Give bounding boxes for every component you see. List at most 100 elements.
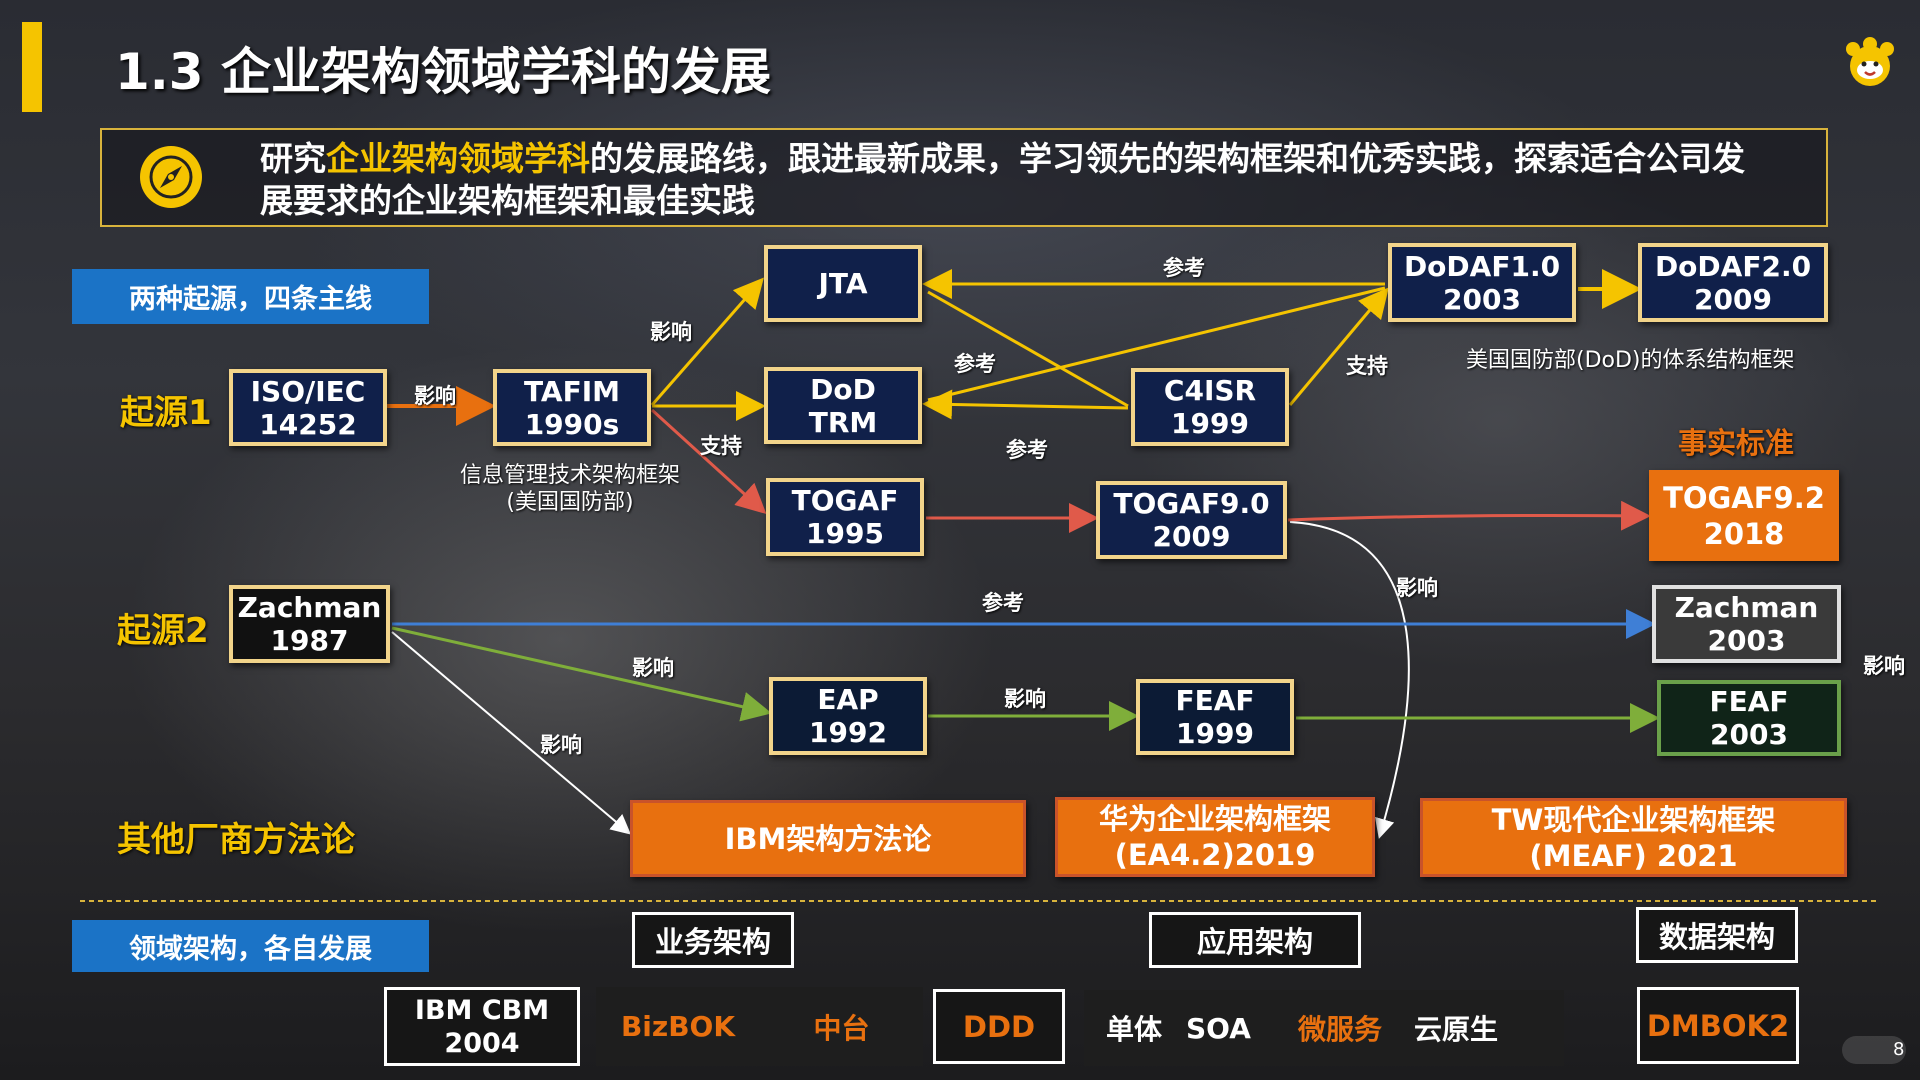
box-line-1: Zachman	[1674, 591, 1819, 624]
tafim-to-togaf-arrow	[650, 408, 767, 515]
data-architecture-tag: 数据架构	[1636, 907, 1798, 963]
box-line-1: TOGAF9.0	[1113, 487, 1270, 520]
vendor-line-1: 华为企业架构框架	[1098, 802, 1331, 836]
page-number-badge	[1842, 1036, 1906, 1064]
tw-framework-box: TW现代企业架构框架(MEAF) 2021	[1420, 798, 1847, 877]
c4isr-dodtrm-label: 参考	[954, 352, 996, 376]
box-line-2: 2018	[1703, 516, 1785, 551]
vendors-label: 其他厂商方法论	[117, 820, 355, 860]
box-line-1: FEAF	[1709, 685, 1789, 718]
origin1-label: 起源1	[120, 393, 212, 433]
box-line-2: 2003	[1710, 718, 1788, 751]
origins-tag: 两种起源，四条主线	[72, 269, 429, 324]
banner-text-suffix: 的发展路线，跟进最新成果，学习领先的架构框架和优秀实践，探索适合公司发展要求的企…	[260, 139, 1745, 220]
jta-to-c4isr-line	[927, 290, 1129, 408]
jta-dodaf-label: 参考	[1163, 256, 1205, 280]
zachman-eap-label: 影响	[632, 656, 674, 680]
c4isr-to-dodaf-arrow	[1288, 287, 1389, 406]
dodtrm-to-dodaf-line	[927, 286, 1386, 402]
box-line-1: TOGAF	[791, 484, 899, 517]
togaf9-huawei-label: 影响	[1396, 576, 1438, 600]
vendor-line-2: (MEAF) 2021	[1529, 838, 1738, 873]
ddd-label: DDD	[962, 1009, 1036, 1044]
right-edge-label: 影响	[1863, 654, 1905, 678]
box-line-1: Zachman	[237, 591, 382, 624]
tafim-note-line-2: (美国国防部)	[506, 490, 634, 515]
page-title: 1.3 企业架构领域学科的发展	[115, 43, 771, 101]
box-line-2: 1999	[1176, 717, 1254, 750]
box-line-1: EAP	[817, 683, 879, 716]
zhongtai-box: 中台	[760, 987, 923, 1066]
box-line-1: FEAF	[1175, 684, 1255, 717]
dodtrm-togaf9-label: 参考	[1006, 438, 1048, 462]
compass-icon	[138, 144, 204, 210]
zhongtai-label: 中台	[813, 1011, 870, 1045]
tafim-jta-label: 影响	[650, 320, 692, 344]
zachman-reference-label: 参考	[982, 591, 1024, 615]
zachman-to-ibm-arrow	[391, 631, 632, 835]
microservices-label: 微服务	[1298, 1013, 1383, 1046]
huawei-framework-box: 华为企业架构框架(EA4.2)2019	[1055, 797, 1375, 877]
box-line-2: 1992	[809, 716, 887, 749]
app-styles-strip: 单体 SOA 微服务 云原生	[1084, 990, 1564, 1066]
box-line-1: DoD	[810, 372, 876, 406]
box-line-1: ISO/IEC	[250, 374, 366, 408]
cloud-native-label: 云原生	[1414, 1013, 1499, 1046]
vendor-line-1: TW现代企业架构框架	[1491, 802, 1776, 837]
domains-tag: 领域架构，各自发展	[72, 920, 429, 972]
box-line-2: 2009	[1694, 282, 1772, 316]
c4isr-dodaf-label: 支持	[1346, 354, 1388, 378]
zachman-to-eap-arrow	[391, 626, 772, 722]
application-architecture-tag: 应用架构	[1149, 912, 1361, 968]
box-line-2: 2003	[1443, 282, 1521, 316]
box-line-2: TRM	[808, 405, 878, 439]
dmbok-label: DMBOK2	[1646, 1008, 1790, 1043]
box-line-1: C4ISR	[1163, 374, 1257, 407]
tafim-togaf-label: 支持	[700, 434, 742, 458]
box-line-1: DoDAF1.0	[1403, 249, 1561, 283]
togaf9-to-togaf92-arrow	[1287, 500, 1651, 531]
box-line-2: 1990s	[524, 407, 620, 441]
banner-highlight: 企业架构领域学科	[326, 139, 590, 178]
soa-label: SOA	[1186, 1011, 1251, 1045]
box-line-1: DoDAF2.0	[1654, 249, 1812, 283]
vendor-line-2: (EA4.2)2019	[1114, 838, 1316, 872]
ibm-methodology-box: IBM架构方法论	[630, 800, 1026, 877]
bizbok-box: BizBOK	[596, 987, 760, 1066]
banner-text-prefix: 研究	[260, 139, 326, 178]
vendor-label: IBM架构方法论	[724, 821, 932, 856]
box-line-1: TOGAF9.2	[1663, 480, 1825, 515]
eap-feaf-label: 影响	[1004, 687, 1046, 711]
togaf9-to-huawei-arrow	[1289, 521, 1410, 839]
goal-banner: 研究企业架构领域学科的发展路线，跟进最新成果，学习领先的架构框架和优秀实践，探索…	[100, 128, 1828, 227]
box-line-2: 14252	[259, 407, 357, 441]
box-line-2: 1995	[806, 517, 884, 550]
tafim-note-line-1: 信息管理技术架构框架	[459, 463, 680, 488]
box-line-2: 2003	[1707, 624, 1786, 657]
iso-tafim-label: 影响	[414, 384, 456, 408]
tafim-note: 信息管理技术架构框架 (美国国防部)	[440, 462, 700, 516]
monolith-label: 单体	[1106, 1013, 1163, 1046]
box-line-1: JTA	[818, 267, 868, 300]
title-accent-bar	[22, 22, 42, 112]
de-facto-standard-label: 事实标准	[1678, 426, 1795, 460]
ddd-box: DDD	[933, 989, 1065, 1064]
box-line-2: 1999	[1171, 407, 1249, 440]
zachman-ibm-label: 影响	[540, 733, 582, 757]
business-architecture-tag: 业务架构	[632, 912, 794, 968]
bizbok-label: BizBOK	[620, 1010, 736, 1043]
